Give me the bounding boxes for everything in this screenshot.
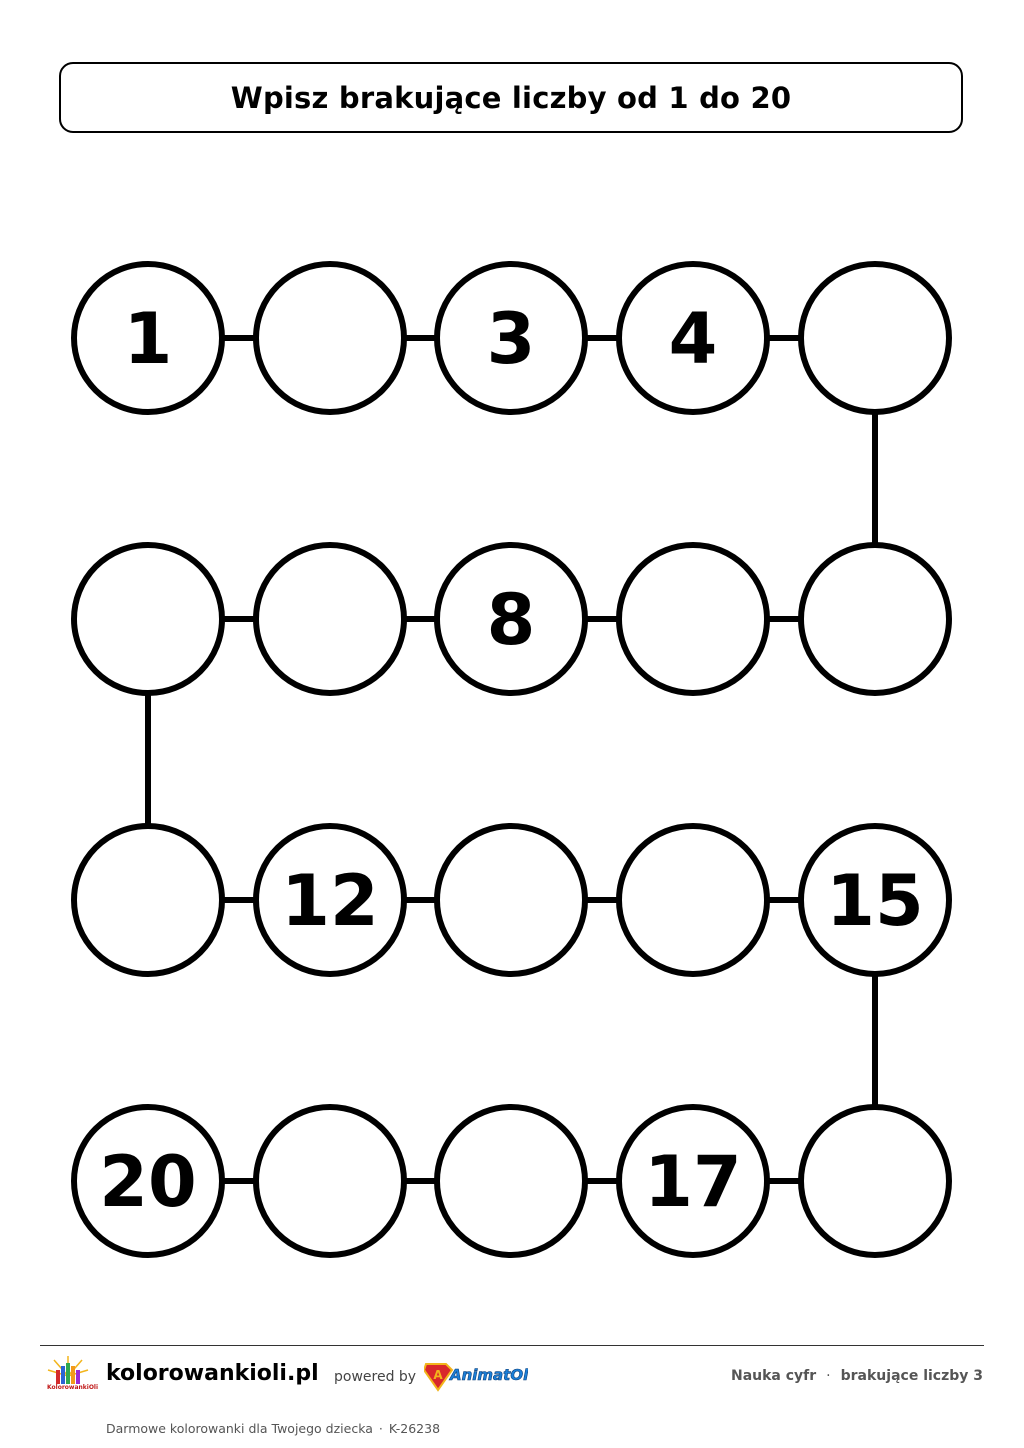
footer-divider: [40, 1345, 984, 1346]
svg-text:A: A: [433, 1368, 443, 1382]
blank-circle[interactable]: [798, 542, 952, 696]
number-circle: [434, 261, 588, 415]
blank-circle[interactable]: [253, 1104, 407, 1258]
title-box: Wpisz brakujące liczby od 1 do 20: [59, 62, 963, 133]
worksheet-title: Wpisz brakujące liczby od 1 do 20: [230, 80, 792, 115]
circle-number: 4: [669, 298, 718, 380]
animatolka-logo-icon[interactable]: A AnimatOlka: [424, 1358, 528, 1392]
blank-circle[interactable]: [434, 1104, 588, 1258]
blank-circle[interactable]: [798, 261, 952, 415]
worksheet-code: K-26238: [388, 1421, 441, 1436]
footer-tagline: Darmowe kolorowanki dla Twojego dziecka ·…: [106, 1421, 440, 1436]
blank-circle[interactable]: [71, 542, 225, 696]
blank-circle[interactable]: [434, 823, 588, 977]
blank-circle[interactable]: [798, 1104, 952, 1258]
number-circle: [434, 542, 588, 696]
blank-circle[interactable]: [253, 261, 407, 415]
circle-number: 12: [281, 860, 378, 942]
circle-number: 1: [124, 298, 173, 380]
powered-by-label: powered by: [334, 1369, 417, 1385]
number-circle: [798, 823, 952, 977]
number-circle: [616, 1104, 770, 1258]
blank-circle[interactable]: [616, 542, 770, 696]
blank-circle[interactable]: [616, 823, 770, 977]
category-label[interactable]: Nauka cyfr: [730, 1368, 817, 1384]
blank-circle[interactable]: [253, 542, 407, 696]
circle-number: 17: [644, 1141, 741, 1223]
blank-circle[interactable]: [71, 823, 225, 977]
tagline-separator: ·: [378, 1421, 383, 1436]
circle-number: 20: [99, 1141, 196, 1223]
circle-number: 3: [487, 298, 536, 380]
circle-number: 15: [826, 860, 923, 942]
worksheet-meta: Nauka cyfr · brakujące liczby 3: [731, 1368, 983, 1384]
partner-name: AnimatOlka: [449, 1366, 528, 1384]
number-circle: [253, 823, 407, 977]
number-circle: [71, 1104, 225, 1258]
worksheet-subtitle: brakujące liczby 3: [840, 1368, 983, 1384]
kolorowankioli-logo-icon[interactable]: [44, 1354, 92, 1398]
number-circle: [616, 261, 770, 415]
brand-link[interactable]: kolorowankioli.pl: [106, 1361, 319, 1386]
tagline-text: Darmowe kolorowanki dla Twojego dziecka: [106, 1421, 373, 1436]
meta-separator: ·: [826, 1368, 831, 1384]
circle-number: 8: [487, 579, 536, 661]
number-circle: [71, 261, 225, 415]
logo-wordmark: KolorowankiOli: [47, 1384, 99, 1391]
